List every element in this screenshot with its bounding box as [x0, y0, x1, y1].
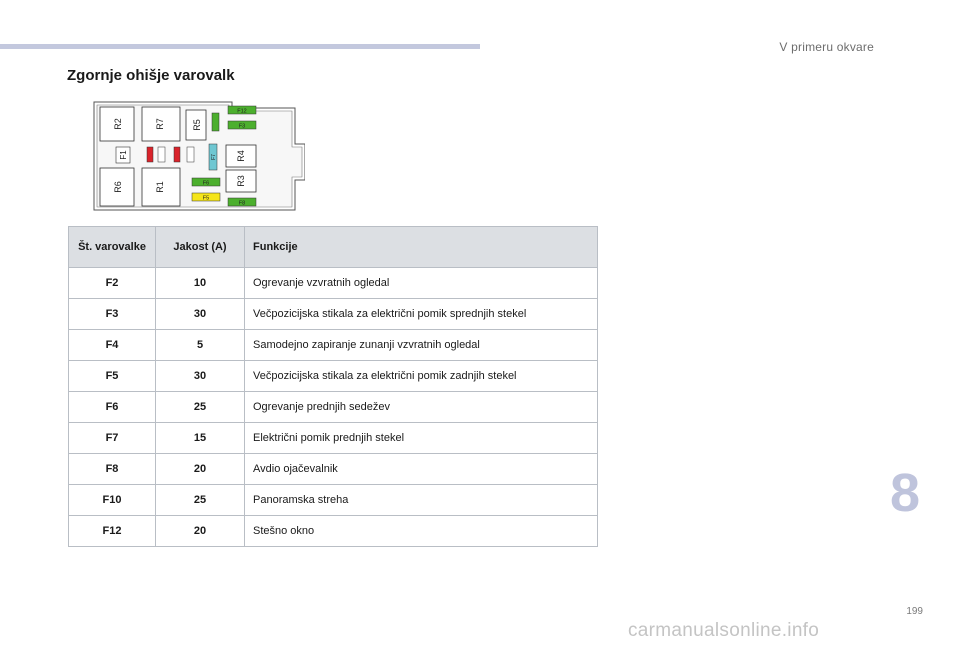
relay-label-r7: R7 [155, 118, 165, 130]
fuse-f12 [227, 105, 257, 115]
fuse-label-f1: F1 [119, 150, 128, 160]
fuse-label-f7: F7 [211, 154, 217, 160]
relay-label-r4: R4 [236, 150, 246, 162]
relay-r7 [141, 106, 181, 142]
header-fuse-number: Št. varovalke [68, 226, 156, 268]
fuse-f7 [208, 143, 218, 171]
fuse-small-white-2 [186, 146, 195, 163]
amperage-cell: 30 [155, 298, 245, 330]
fuse-number-cell: F6 [68, 391, 156, 423]
function-cell: Ogrevanje prednjih sedežev [244, 391, 598, 423]
amperage-cell: 15 [155, 422, 245, 454]
amperage-cell: 20 [155, 453, 245, 485]
amperage-cell: 20 [155, 515, 245, 547]
function-cell: Večpozicijska stikala za električni pomi… [244, 360, 598, 392]
amperage-cell: 25 [155, 484, 245, 516]
fuse-small-red-1 [146, 146, 154, 163]
fuse-number-cell: F8 [68, 453, 156, 485]
relay-label-r3: R3 [236, 175, 246, 187]
relay-r2 [99, 106, 135, 142]
fuse-label-f3: F3 [239, 124, 245, 130]
fuse-label-f5: F5 [203, 196, 209, 202]
function-cell: Samodejno zapiranje zunanji vzvratnih og… [244, 329, 598, 361]
table-header-row: Št. varovalke Jakost (A) Funkcije [68, 226, 598, 268]
function-cell: Stešno okno [244, 515, 598, 547]
function-cell: Avdio ojačevalnik [244, 453, 598, 485]
fuse-f1 [115, 146, 131, 164]
function-cell: Električni pomik prednjih stekel [244, 422, 598, 454]
function-cell: Ogrevanje vzvratnih ogledal [244, 267, 598, 299]
amperage-cell: 25 [155, 391, 245, 423]
fuse-box-diagram: R2 R7 R5 F12 F3 F1 F7 R4 R6 R1 F6 F5 R3 … [93, 101, 305, 211]
section-title: V primeru okvare [779, 40, 874, 54]
relay-r4 [225, 144, 257, 168]
fuse-f3 [227, 120, 257, 130]
fuse-number-cell: F2 [68, 267, 156, 299]
amperage-cell: 5 [155, 329, 245, 361]
fuse-number-cell: F12 [68, 515, 156, 547]
relay-r5 [185, 109, 207, 141]
relay-label-r1: R1 [155, 181, 165, 193]
relay-r6 [99, 167, 135, 207]
page-heading: Zgornje ohišje varovalk [67, 67, 235, 84]
fuse-number-cell: F10 [68, 484, 156, 516]
fuse-small-red-2 [173, 146, 181, 163]
relay-label-r5: R5 [192, 119, 202, 131]
header-function: Funkcije [244, 226, 598, 268]
fuse-f5 [191, 192, 221, 202]
fuse-number-cell: F3 [68, 298, 156, 330]
fuse-label-f12: F12 [237, 109, 246, 115]
fuse-small-white-1 [157, 146, 166, 163]
watermark: carmanualsonline.info [628, 620, 820, 641]
relay-r1 [141, 167, 181, 207]
chapter-number: 8 [890, 463, 921, 523]
fuse-label-f8: F8 [239, 201, 245, 207]
fuse-label-f6: F6 [203, 181, 209, 187]
header-amperage: Jakost (A) [155, 226, 245, 268]
relay-r3 [225, 169, 257, 193]
fuse-f8 [227, 197, 257, 207]
relay-label-r6: R6 [113, 181, 123, 193]
amperage-cell: 30 [155, 360, 245, 392]
fuse-number-cell: F7 [68, 422, 156, 454]
function-cell: Večpozicijska stikala za električni pomi… [244, 298, 598, 330]
fuse-small-green-1 [211, 112, 220, 132]
header-bar [0, 44, 480, 49]
fuse-f6 [191, 177, 221, 187]
fuse-number-cell: F4 [68, 329, 156, 361]
relay-label-r2: R2 [113, 118, 123, 130]
function-cell: Panoramska streha [244, 484, 598, 516]
page-number: 199 [906, 606, 923, 617]
fuse-number-cell: F5 [68, 360, 156, 392]
amperage-cell: 10 [155, 267, 245, 299]
